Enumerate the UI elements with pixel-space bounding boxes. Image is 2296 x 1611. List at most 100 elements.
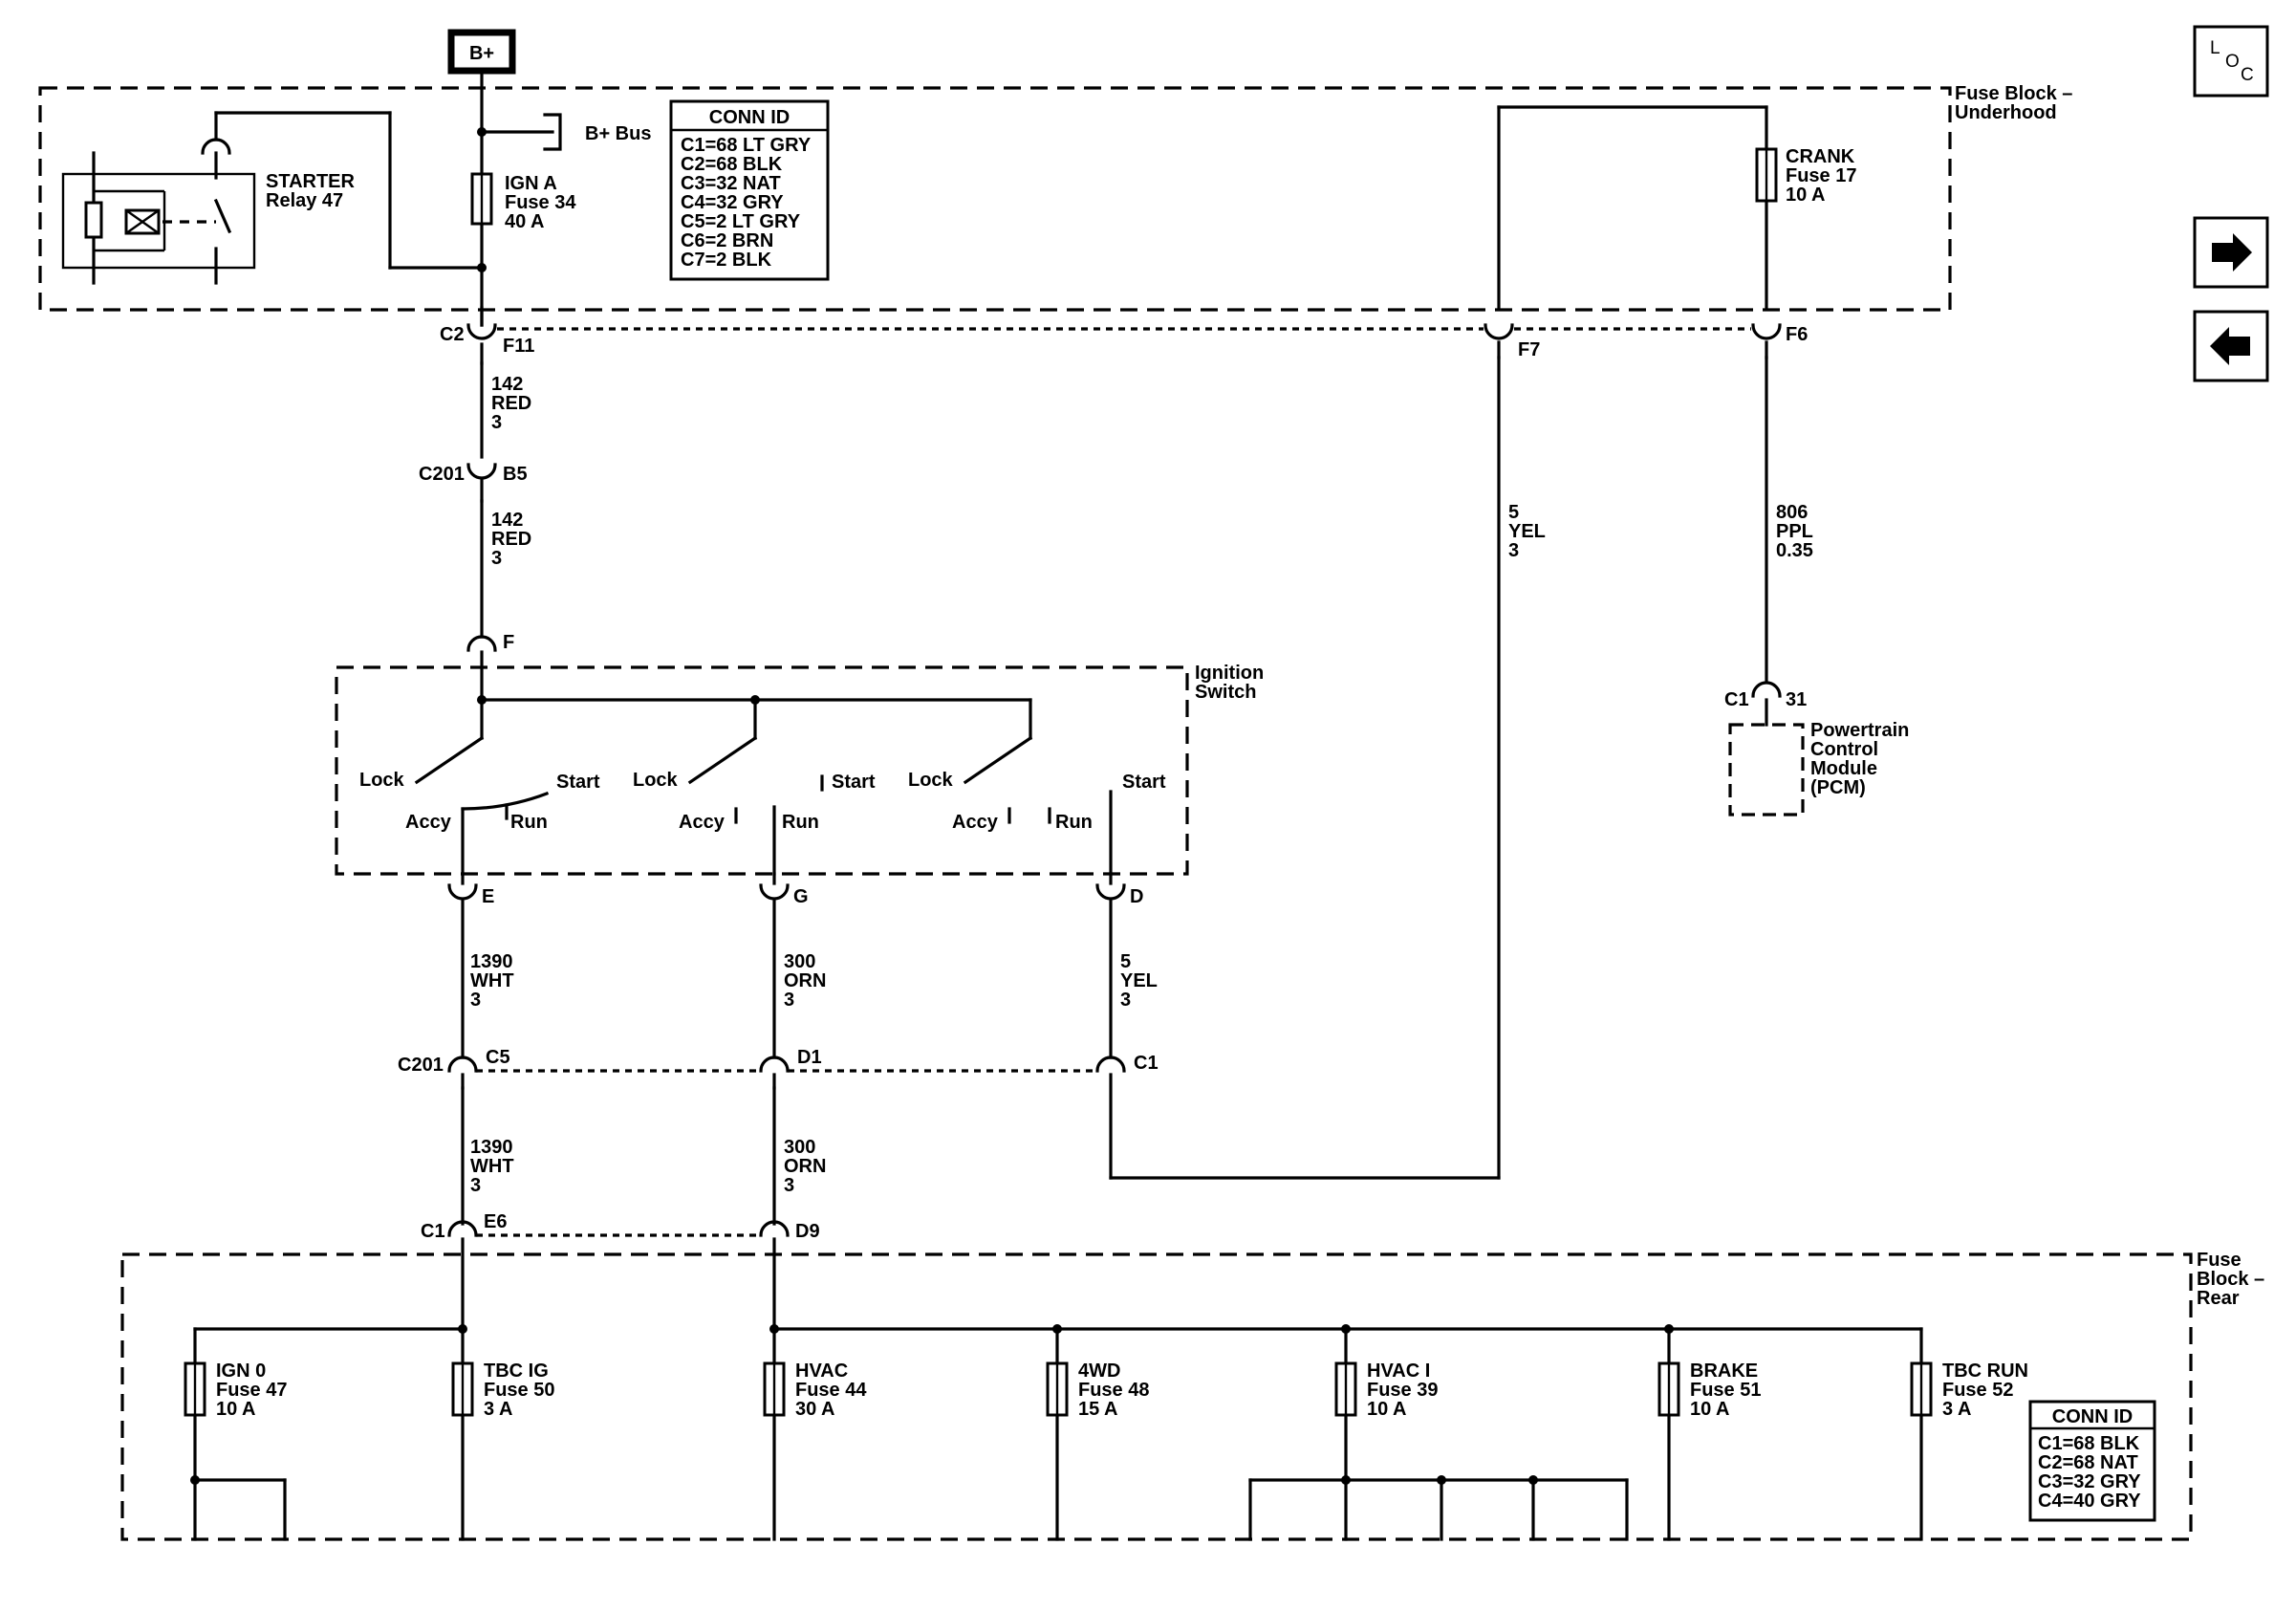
connector-f6	[1751, 323, 1782, 359]
fuse-crank-number: Fuse 17	[1786, 165, 1856, 186]
wire-806-color: PPL	[1776, 521, 1813, 542]
fuse-crank-rating: 10 A	[1786, 185, 1826, 206]
arrow-left-icon	[2210, 327, 2250, 365]
previous-page-button[interactable]	[2193, 310, 2269, 382]
connector-c5-label: C5	[486, 1047, 510, 1068]
connector-f6-label: F6	[1786, 324, 1808, 345]
next-page-button[interactable]	[2193, 216, 2269, 289]
fuse-crank	[1755, 147, 1778, 203]
switch-2-lock-label: Lock	[633, 770, 679, 791]
fuse-ign-0-name: IGN 0	[216, 1361, 266, 1382]
connector-c201-b5	[466, 463, 497, 503]
wire-1390-size: 3	[470, 1175, 481, 1196]
switch-2-start-label: Start	[832, 772, 876, 793]
pcm-name-2: Control	[1810, 739, 1878, 760]
loc-letter-o: O	[2225, 52, 2240, 72]
connector-c201-d1	[759, 1056, 790, 1090]
fuse-ign-0-rating: 10 A	[216, 1399, 256, 1420]
wire-5-size: 3	[1508, 540, 1519, 561]
wire-300-circuit: 300	[784, 1137, 815, 1158]
wire-300-size: 3	[784, 990, 794, 1011]
fuse-hvac-i	[1334, 1361, 1357, 1417]
underhood-title-1: Fuse Block –	[1955, 83, 2072, 104]
starter-relay	[61, 111, 484, 285]
connector-c201-label: C201	[398, 1055, 444, 1076]
conn-id-row: C1=68 LT GRY	[681, 135, 812, 156]
connector-b5-label: B5	[503, 464, 528, 485]
starter-relay-name: STARTER	[266, 171, 356, 192]
switch-2-run-label: Run	[782, 812, 819, 833]
wire-1390-color: WHT	[470, 1156, 514, 1177]
fuse-hvac	[763, 1361, 786, 1417]
wire-142-color: RED	[491, 529, 531, 550]
wire-300-color: ORN	[784, 1156, 826, 1177]
battery-terminal: B+	[447, 29, 516, 75]
conn-id-row: C2=68 NAT	[2038, 1452, 2138, 1473]
wire-142-size: 3	[491, 412, 502, 433]
switch-1-lock-label: Lock	[359, 770, 405, 791]
wire-5-circuit: 5	[1120, 951, 1131, 972]
wire-300-color: ORN	[784, 970, 826, 991]
pcm-name-1: Powertrain	[1810, 720, 1909, 741]
connector-f-label: F	[503, 632, 514, 653]
fuse-hvac-number: Fuse 44	[795, 1380, 867, 1401]
connector-f7	[1484, 323, 1514, 359]
conn-id-row: C3=32 GRY	[2038, 1471, 2141, 1492]
connector-c2-f11	[466, 306, 497, 365]
wire-5-size: 3	[1120, 990, 1131, 1011]
fuse-tbc-run-number: Fuse 52	[1942, 1380, 2013, 1401]
connector-c201-c1	[1095, 1056, 1126, 1180]
switch-3-run-label: Run	[1055, 812, 1093, 833]
underhood-title-2: Underhood	[1955, 102, 2057, 123]
pcm-module-outline	[1728, 723, 1805, 816]
ignition-switch-section-2	[687, 735, 824, 876]
connector-c1-label: C1	[1134, 1053, 1159, 1074]
wire-142-color: RED	[491, 393, 531, 414]
ignition-switch-title-1: Ignition	[1195, 663, 1264, 684]
fuse-ign-a-number: Fuse 34	[505, 192, 576, 213]
conn-id-row: C5=2 LT GRY	[681, 211, 801, 232]
conn-id-title: CONN ID	[709, 107, 790, 128]
connector-e6-label: E6	[484, 1211, 507, 1232]
connector-c1-e6	[447, 1220, 478, 1331]
wire-5-color: YEL	[1120, 970, 1158, 991]
connector-d	[1095, 872, 1126, 1059]
wire-142-circuit: 142	[491, 510, 523, 531]
connector-d9-label: D9	[795, 1221, 820, 1242]
connector-pcm-c1	[1751, 681, 1782, 727]
switch-1-accy-label: Accy	[405, 812, 452, 833]
wire-142-circuit: 142	[491, 374, 523, 395]
ignition-switch-section-1	[414, 735, 550, 876]
conn-id-row: C4=32 GRY	[681, 192, 784, 213]
conn-id-row: C4=40 GRY	[2038, 1491, 2141, 1512]
loc-letter-l: L	[2210, 38, 2220, 58]
conn-id-title: CONN ID	[2052, 1406, 2133, 1427]
fuse-4wd-rating: 15 A	[1078, 1399, 1118, 1420]
fuse-ign-0-number: Fuse 47	[216, 1380, 287, 1401]
connector-e-label: E	[482, 886, 494, 907]
starter-relay-number: Relay 47	[266, 190, 343, 211]
conn-id-row: C1=68 BLK	[2038, 1433, 2140, 1454]
switch-1-start-label: Start	[556, 772, 600, 793]
connector-g-label: G	[793, 886, 809, 907]
pcm-connector-c1-label: C1	[1724, 689, 1749, 710]
fuse-hvac-i-rating: 10 A	[1367, 1399, 1407, 1420]
wire-5-circuit: 5	[1508, 502, 1519, 523]
wire-5-color: YEL	[1508, 521, 1546, 542]
fuse-brake-name: BRAKE	[1690, 1361, 1758, 1382]
fuse-brake-rating: 10 A	[1690, 1399, 1730, 1420]
connector-e	[447, 872, 478, 1059]
fuse-tbc-ig-number: Fuse 50	[484, 1380, 554, 1401]
fuse-tbc-run-name: TBC RUN	[1942, 1361, 2028, 1382]
fuse-ign-a-name: IGN A	[505, 173, 557, 194]
loc-letter-c: C	[2241, 65, 2254, 85]
fuse-tbc-ig-name: TBC IG	[484, 1361, 549, 1382]
connector-c1-d9	[759, 1220, 790, 1331]
wire-300-circuit: 300	[784, 951, 815, 972]
ignition-switch-title-2: Switch	[1195, 682, 1256, 703]
location-button[interactable]: L O C	[2193, 25, 2269, 98]
switch-1-run-label: Run	[510, 812, 548, 833]
fuse-tbc-run-rating: 3 A	[1942, 1399, 1971, 1420]
fuse-hvac-i-name: HVAC I	[1367, 1361, 1430, 1382]
